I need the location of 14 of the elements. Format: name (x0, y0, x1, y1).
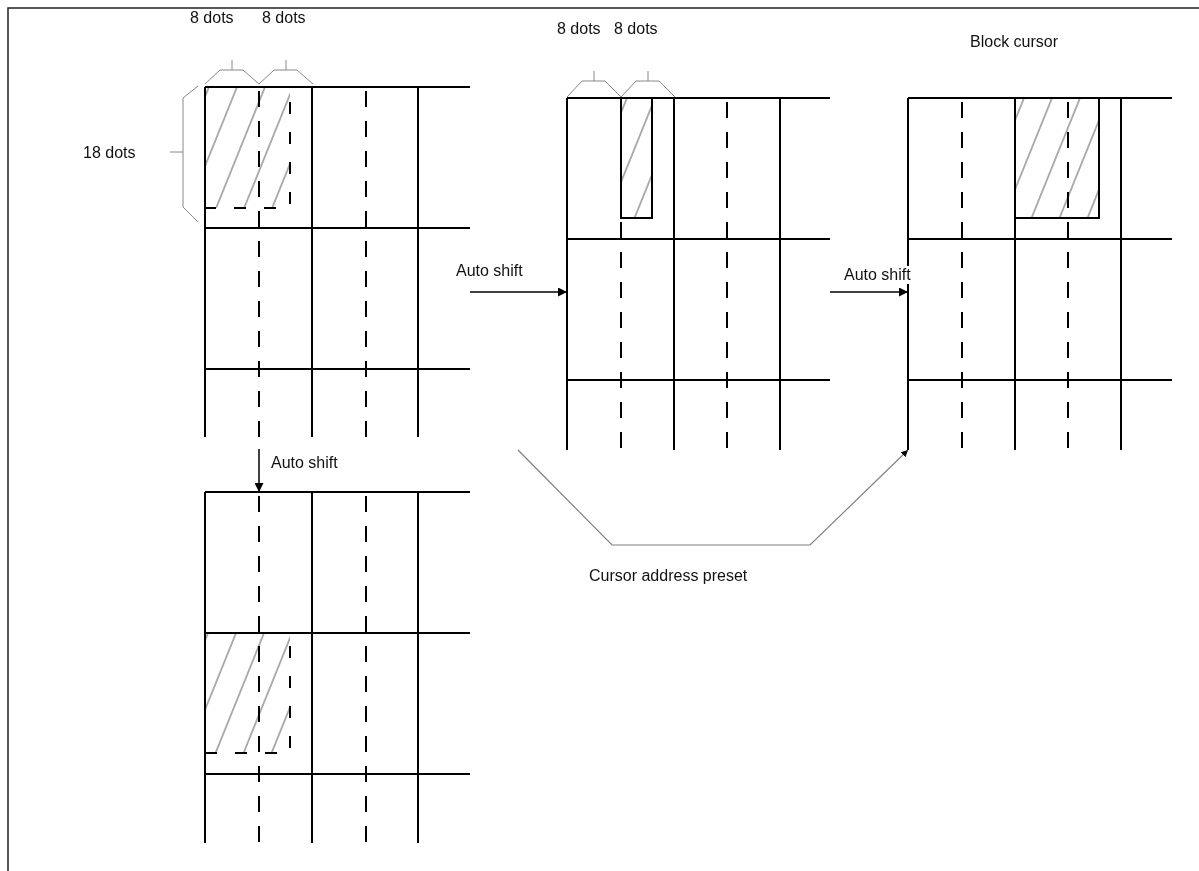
edge-label: Cursor address preset (588, 567, 749, 585)
arrow (469, 287, 568, 297)
cursor-grid-drawing (205, 492, 470, 843)
cursor-label: Block cursor (970, 33, 1059, 51)
cursor-grid-drawing (567, 98, 830, 450)
arrow (829, 287, 909, 297)
arrow (254, 448, 264, 493)
dimension-label: 8 dots (614, 20, 658, 38)
dimension-label: 8 dots (190, 9, 234, 27)
dimension-label: 18 dots (83, 144, 136, 162)
dimension-label: 8 dots (557, 20, 601, 38)
edge-label: Auto shift (843, 266, 912, 284)
dimension-label: 8 dots (262, 9, 306, 27)
arrow (517, 449, 909, 546)
